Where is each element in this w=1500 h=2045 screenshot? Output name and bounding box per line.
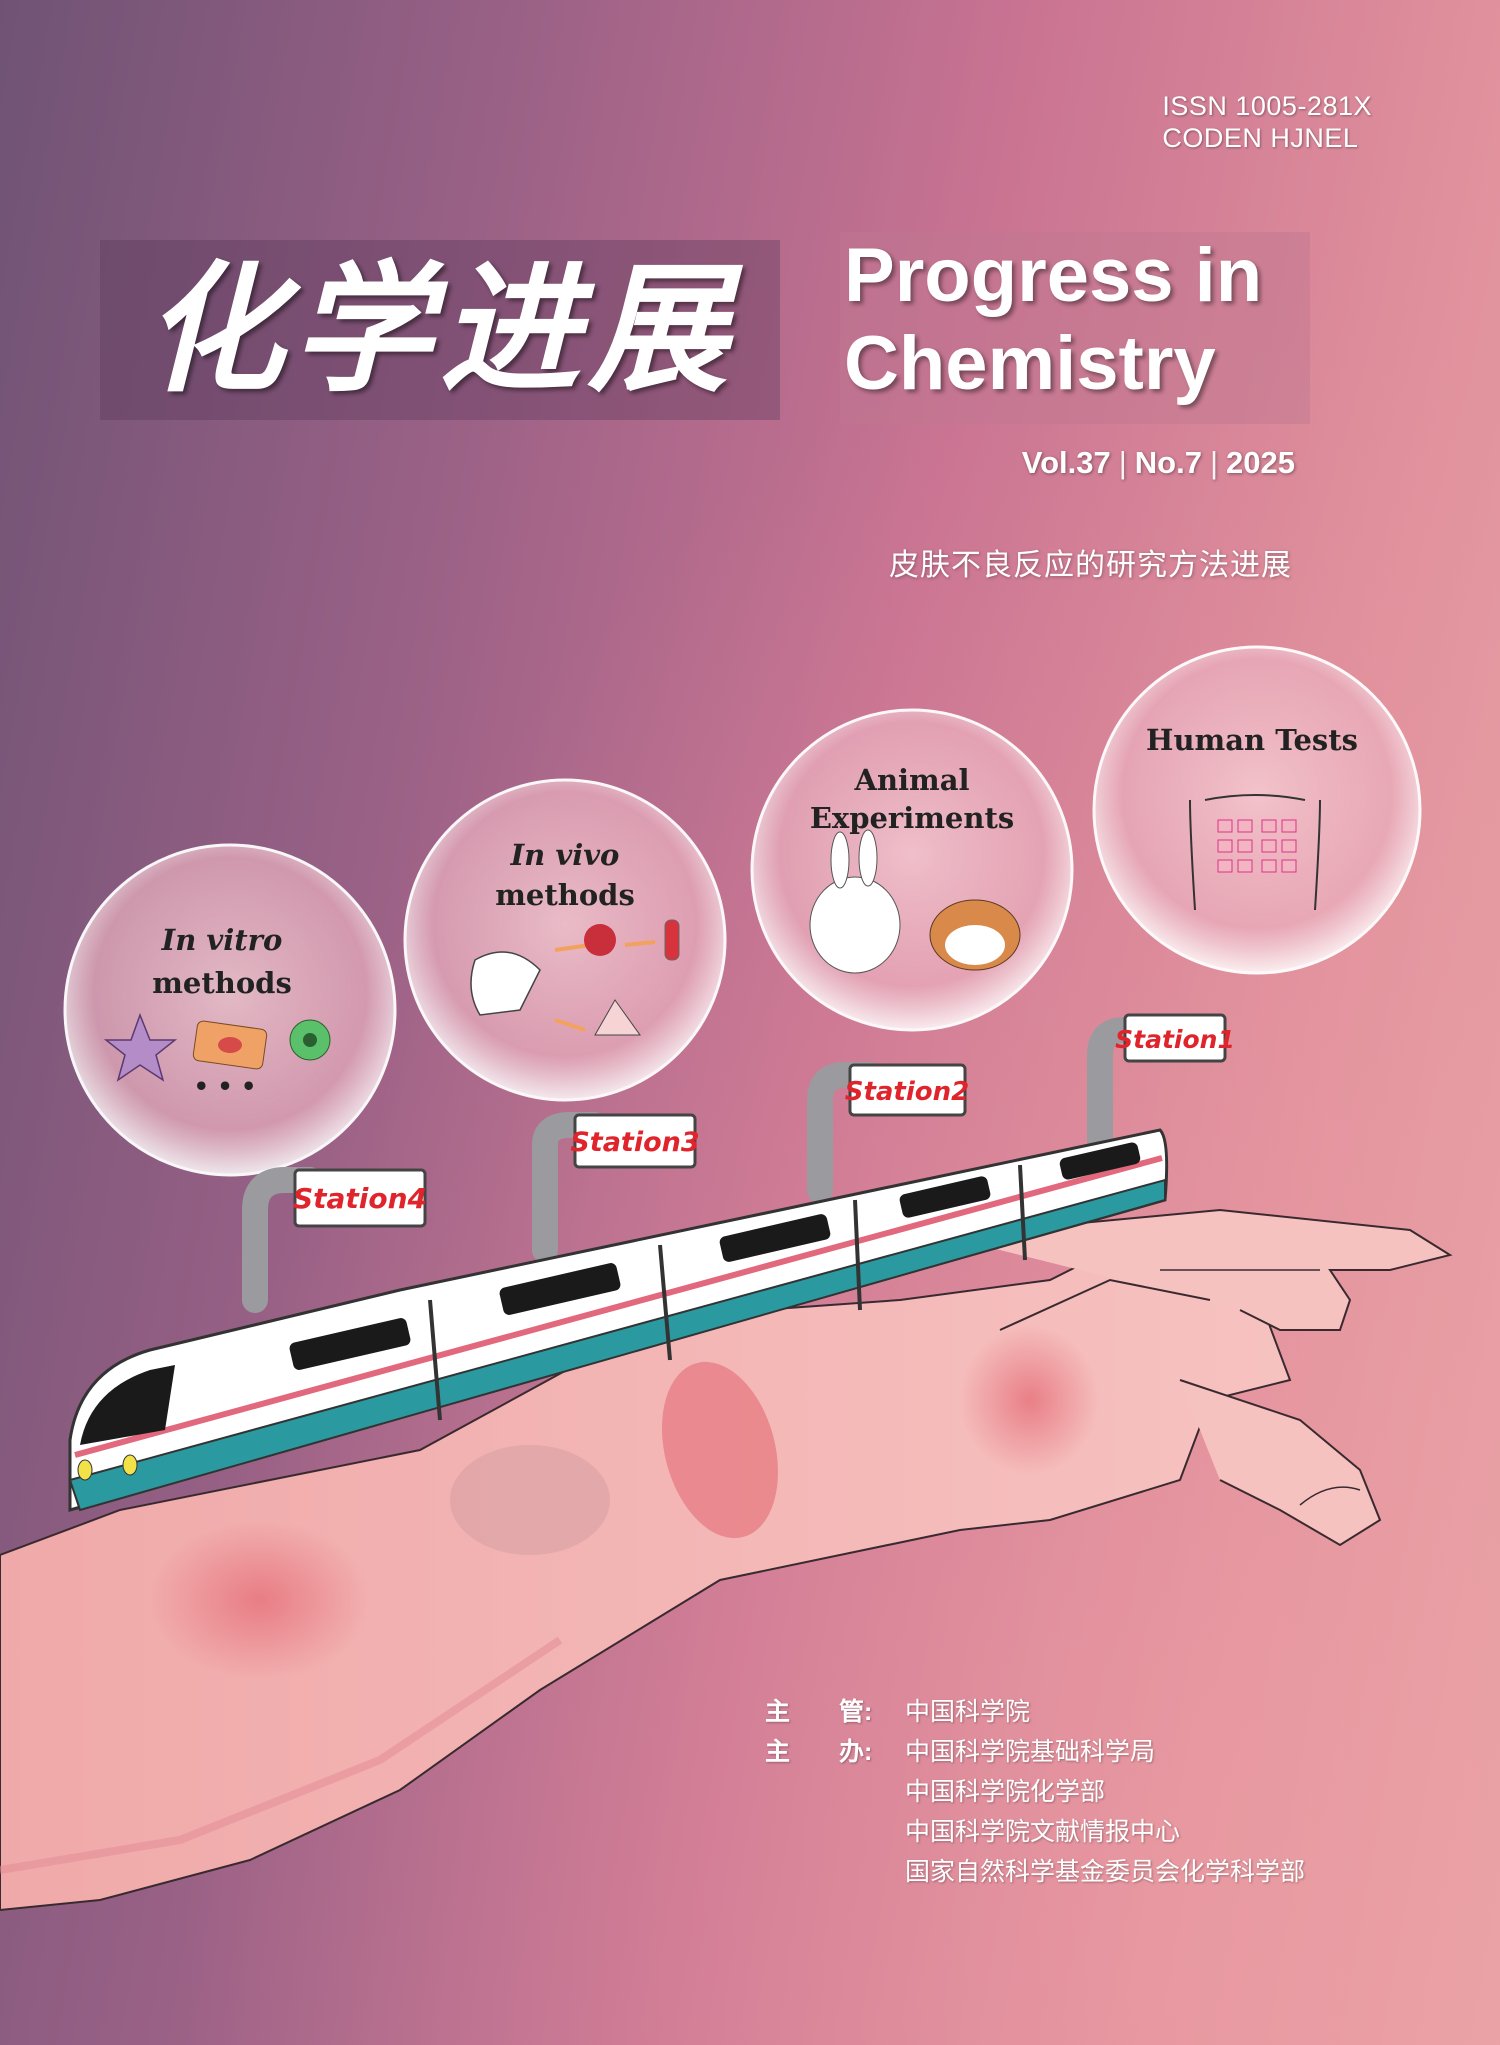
- bubble-animal-experiments: Animal Experiments: [750, 708, 1074, 1032]
- star-cell-icon: [103, 1012, 178, 1082]
- supervisor-label: 主管:: [765, 1698, 873, 1726]
- arrow-icon: [624, 940, 656, 947]
- organizer-4: 国家自然科学基金委员会化学科学部: [905, 1858, 1306, 1886]
- english-title-line2: Chemistry: [844, 321, 1216, 406]
- english-title: Progress in Chemistry: [840, 232, 1310, 424]
- english-title-line1: Progress in: [844, 233, 1263, 318]
- issn-block: ISSN 1005-281X CODEN HJNEL: [1162, 90, 1372, 154]
- organizer-row-3: 中国科学院文献情报中心: [765, 1812, 1305, 1852]
- bubble-in-vivo: In vivo methods: [403, 778, 727, 1102]
- more-dots: • • •: [194, 1072, 257, 1101]
- cover-topic: 皮肤不良反应的研究方法进展: [889, 549, 1292, 582]
- station-sign-1: Station1: [1115, 1013, 1235, 1063]
- train: [68, 1128, 1169, 1512]
- human-back-icon: [1189, 794, 1321, 911]
- patch-grid-icon: [1217, 819, 1297, 873]
- in-vivo-label: In vivo: [510, 838, 620, 872]
- arrow-icon: [554, 943, 591, 952]
- year: 2025: [1226, 445, 1295, 480]
- organizer-1: 中国科学院基础科学局: [905, 1738, 1156, 1766]
- organizer-2: 中国科学院化学部: [905, 1778, 1106, 1806]
- issn: ISSN 1005-281X: [1162, 91, 1372, 121]
- animal-label: Animal: [853, 763, 969, 797]
- station-label-2: Station2: [845, 1077, 970, 1107]
- supervisor: 中国科学院: [905, 1698, 1031, 1726]
- supervisor-row: 主管: 中国科学院: [765, 1692, 1305, 1732]
- station-sign-4: Station4: [293, 1168, 427, 1228]
- tissue-icon: [584, 924, 616, 956]
- cell-nucleus-icon: [218, 1037, 242, 1053]
- station-label-1: Station1: [1115, 1025, 1235, 1054]
- separator: |: [1118, 445, 1127, 480]
- coden: CODEN HJNEL: [1162, 123, 1359, 153]
- organizer-row-2: 中国科学院化学部: [765, 1772, 1305, 1812]
- skin-rashes: [150, 1325, 1100, 1680]
- in-vivo-methods-label: methods: [495, 878, 635, 912]
- human-tests-label: Human Tests: [1146, 723, 1358, 757]
- organizer-3: 中国科学院文献情报中心: [905, 1818, 1181, 1846]
- mouse-icon: [470, 951, 541, 1016]
- station-label-4: Station4: [293, 1182, 427, 1215]
- organizer-label: 主办:: [765, 1738, 873, 1766]
- rabbit-icon: [809, 876, 901, 974]
- separator: |: [1209, 445, 1219, 480]
- bubble-human-tests: Human Tests: [1092, 645, 1422, 975]
- round-cell-nucleus-icon: [303, 1033, 317, 1047]
- station-label-3: Station3: [570, 1127, 699, 1158]
- volume: Vol.37: [1021, 445, 1111, 480]
- arrow-icon: [554, 1018, 586, 1032]
- sponsor-block: 主管: 中国科学院 主办: 中国科学院基础科学局 中国科学院化学部 中国科学院文…: [765, 1692, 1305, 1892]
- organizer-row-4: 国家自然科学基金委员会化学科学部: [765, 1852, 1305, 1892]
- in-vitro-methods-label: methods: [152, 966, 292, 1000]
- organizer-row: 主办: 中国科学院基础科学局: [765, 1732, 1305, 1772]
- chinese-title: 化学进展: [100, 240, 780, 420]
- station-sign-3: Station3: [570, 1113, 700, 1169]
- experiments-label: Experiments: [810, 801, 1014, 835]
- number: No.7: [1134, 445, 1202, 480]
- in-vitro-label: In vitro: [161, 923, 283, 957]
- bubble-in-vitro: In vitro methods • • •: [63, 843, 397, 1177]
- station-sign-2: Station2: [845, 1063, 970, 1117]
- issue-info: Vol.37|No.7|2025: [1022, 445, 1295, 481]
- skin-sample-icon: [594, 999, 641, 1036]
- test-tube-icon: [664, 919, 680, 961]
